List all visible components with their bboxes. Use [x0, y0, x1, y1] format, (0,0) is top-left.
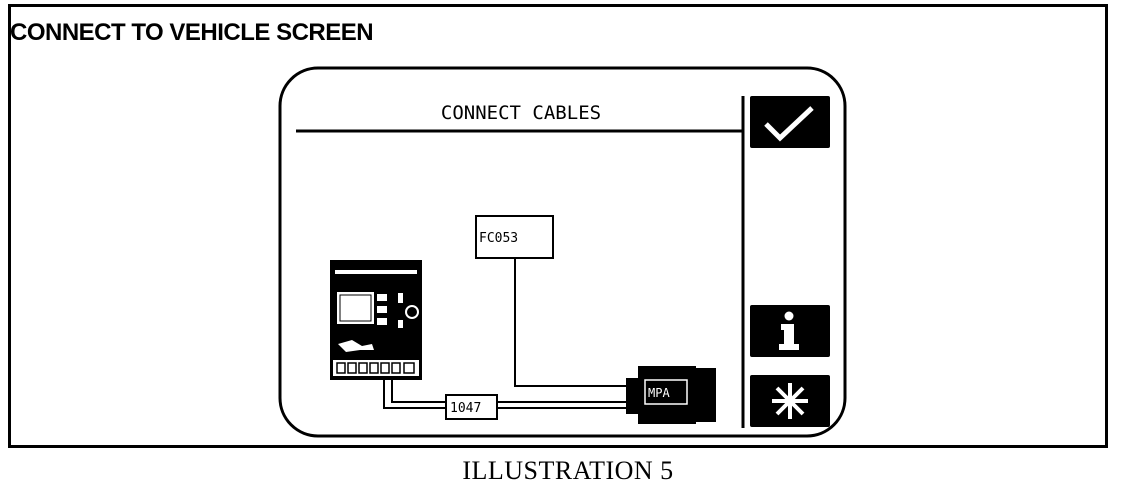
- tester-device: [330, 260, 422, 380]
- confirm-button[interactable]: [750, 96, 830, 148]
- page-title: CONNECT TO VEHICLE SCREEN: [10, 19, 374, 46]
- adapter-label: MPA: [648, 386, 670, 400]
- illustration-caption: ILLUSTRATION 5: [462, 456, 674, 485]
- info-button[interactable]: [750, 305, 830, 357]
- mpa-adapter: MPA: [626, 366, 716, 424]
- cable-fc053: [514, 258, 628, 387]
- check-icon: [764, 106, 814, 142]
- illustration-frame: [8, 4, 1108, 448]
- asterisk-icon: [772, 383, 808, 419]
- screen-title: CONNECT CABLES: [441, 102, 601, 124]
- screen-outline: [278, 66, 847, 438]
- info-icon: [779, 311, 799, 350]
- cable-label-fc053: FC053: [475, 215, 554, 259]
- cable-1047-b: [391, 376, 446, 403]
- cable-label-1047-text: 1047: [450, 401, 481, 416]
- cable-label-1047: 1047: [445, 394, 498, 420]
- cable-1047-a: [383, 376, 446, 409]
- cable-label-fc053-text: FC053: [479, 231, 518, 246]
- special-button[interactable]: [750, 375, 830, 427]
